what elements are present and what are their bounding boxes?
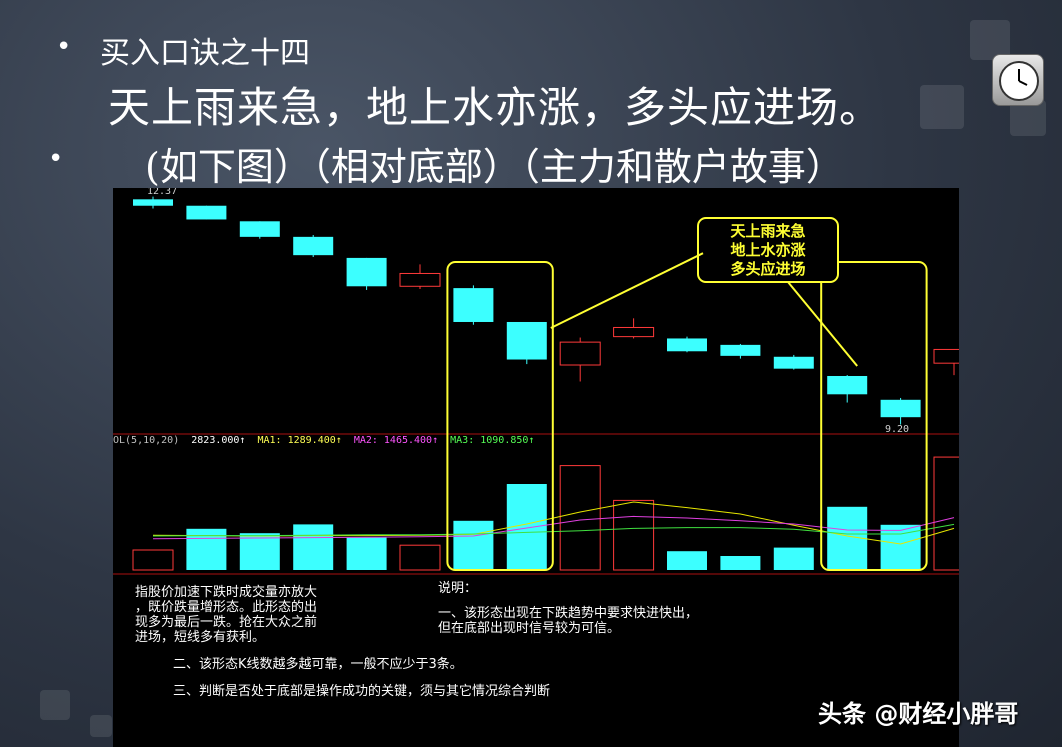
- decor-square: [1010, 100, 1046, 136]
- candle-body: [773, 356, 814, 369]
- bullet: •: [56, 32, 72, 62]
- candle-body: [239, 221, 280, 237]
- desc-left: 指股价加速下跌时成交量亦放大 ，既价跌量增形态。此形态的出 现多为最后一跌。抢在…: [135, 585, 317, 645]
- highlight-box: [820, 261, 928, 571]
- volume-bar: [559, 465, 601, 571]
- candle-body: [827, 375, 868, 395]
- candle-body: [506, 321, 547, 360]
- volume-label: OL(5,10,20): [113, 435, 179, 446]
- volume-bar: [453, 520, 494, 570]
- volume-bar: [613, 499, 655, 571]
- candle-body: [613, 326, 655, 338]
- candle-body: [720, 344, 761, 356]
- bullet: •: [48, 144, 64, 174]
- candle-body: [133, 199, 173, 206]
- desc-right-title: 说明：: [438, 581, 478, 596]
- chart-panel: 天上雨来急地上水亦涨多头应进场 12.37 9.20 OL(5,10,20) 2…: [113, 188, 959, 747]
- desc-left-line: 进场，短线多有获利。: [135, 630, 266, 645]
- ma3-value: MA3: 1090.850↑: [450, 435, 534, 446]
- ma1-value: MA1: 1289.400↑: [257, 435, 341, 446]
- slide-title-main: 天上雨来急，地上水亦涨，多头应进场。: [108, 83, 883, 132]
- desc-item-3: 三、判断是否处于底部是操作成功的关键，须与其它情况综合判断: [173, 684, 551, 699]
- candle-body: [399, 272, 441, 287]
- slide-title-small: 买入口诀之十四: [100, 36, 310, 71]
- volume-bar: [667, 551, 707, 570]
- candle-body: [293, 236, 334, 256]
- desc-item-2: 二、该形态K线数越多越可靠，一般不应少于3条。: [173, 657, 463, 672]
- volume-header: OL(5,10,20) 2823.000↑ MA1: 1289.400↑ MA2…: [113, 435, 534, 446]
- volume-bar: [773, 547, 814, 570]
- volume-bar: [880, 524, 921, 570]
- volume-bar: [933, 456, 959, 571]
- annotation-pointer: [787, 281, 858, 367]
- decor-square: [920, 85, 964, 129]
- volume-bar: [346, 537, 387, 570]
- desc-right-line: 一、该形态出现在下跌趋势中要求快进快出，: [438, 606, 699, 621]
- candle-body: [667, 338, 707, 352]
- clock-icon: [992, 54, 1044, 106]
- desc-left-line: 现多为最后一跌。抢在大众之前: [135, 615, 318, 630]
- volume-bar: [399, 544, 441, 571]
- volume-bar: [132, 549, 174, 571]
- highlight-box: [446, 261, 554, 571]
- volume-bar: [293, 524, 334, 570]
- volume-value: 2823.000↑: [191, 435, 245, 446]
- candle-body: [186, 205, 227, 220]
- annotation-box: [697, 217, 839, 283]
- annotation-text: 多头应进场: [730, 260, 805, 278]
- slide-subtitle: (如下图）（相对底部）（主力和散户故事）: [145, 145, 844, 189]
- candle-body: [880, 399, 921, 418]
- desc-left-line: 指股价加速下跌时成交量亦放大: [135, 585, 318, 600]
- annotation-pointer: [550, 252, 704, 329]
- candle-body: [933, 348, 959, 364]
- annotation-text: 天上雨来急: [730, 222, 805, 240]
- volume-bar: [239, 533, 280, 570]
- candle-body: [453, 288, 494, 322]
- ma2-value: MA2: 1465.400↑: [354, 435, 438, 446]
- candle-body: [346, 257, 387, 287]
- watermark: 头条 @财经小胖哥: [818, 700, 1019, 728]
- decor-square: [90, 715, 112, 737]
- desc-left-line: ，既价跌量增形态。此形态的出: [135, 600, 318, 615]
- desc-right-line: 但在底部出现时信号较为可信。: [438, 621, 621, 636]
- annotation-text: 地上水亦涨: [730, 241, 805, 259]
- candle-body: [559, 341, 601, 366]
- decor-square: [970, 20, 1010, 60]
- price-high-label: 12.37: [147, 188, 177, 197]
- desc-right: 说明： 一、该形态出现在下跌趋势中要求快进快出， 但在底部出现时信号较为可信。: [438, 581, 698, 636]
- volume-bar: [186, 528, 227, 570]
- price-low-label: 9.20: [885, 424, 909, 435]
- volume-bar: [720, 556, 761, 570]
- decor-square: [40, 690, 70, 720]
